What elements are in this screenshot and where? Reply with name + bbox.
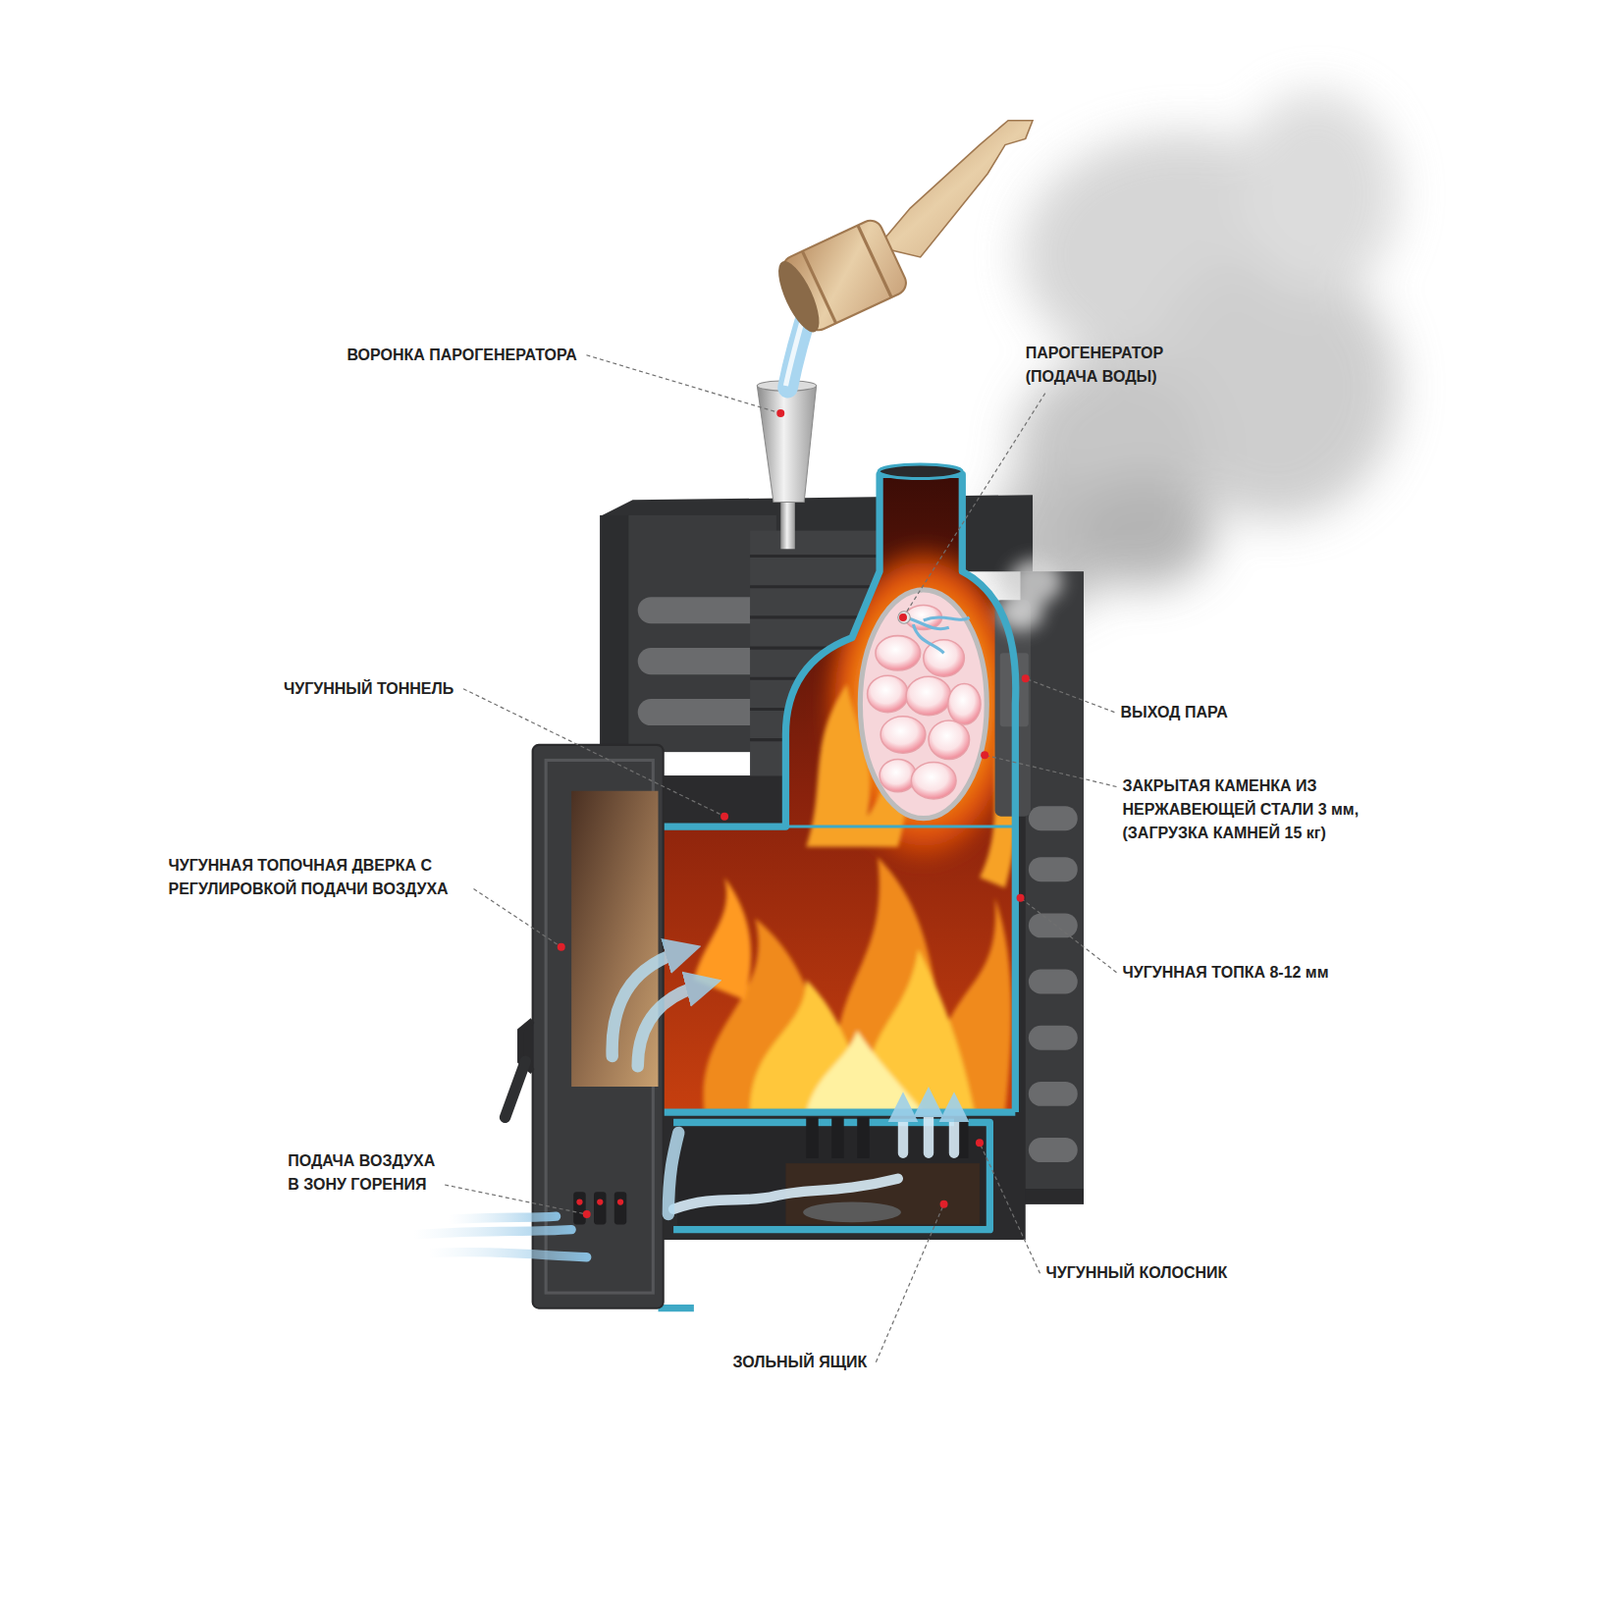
callout-label: ЧУГУННАЯ ТОПОЧНАЯ ДВЕРКА С РЕГУЛИРОВКОЙ … bbox=[168, 853, 469, 902]
leader-line bbox=[875, 1204, 944, 1363]
callout-label: ПАРОГЕНЕРАТОР (ПОДАЧА ВОДЫ) bbox=[1025, 341, 1168, 389]
leader-line bbox=[444, 1184, 587, 1215]
leader-line bbox=[463, 689, 725, 817]
callout-label: ЧУГУННЫЙ КОЛОСНИК bbox=[1046, 1261, 1231, 1285]
callout-label: ПОДАЧА ВОЗДУХА В ЗОНУ ГОРЕНИЯ bbox=[287, 1149, 439, 1197]
callout-label: ЗОЛЬНЫЙ ЯЩИК bbox=[732, 1350, 870, 1375]
callout-dot bbox=[940, 1200, 949, 1209]
callout-dot bbox=[1016, 894, 1025, 903]
leader-line bbox=[474, 889, 562, 948]
callout-dot bbox=[980, 750, 989, 759]
callout-label: ЗАКРЫТАЯ КАМЕНКА ИЗ НЕРЖАВЕЮЩЕЙ СТАЛИ 3 … bbox=[1121, 774, 1362, 846]
leader-line bbox=[1020, 898, 1118, 973]
callout-dot bbox=[975, 1138, 984, 1147]
leader-line bbox=[984, 754, 1117, 787]
leader-line bbox=[903, 393, 1046, 618]
callout-dot bbox=[1021, 674, 1030, 683]
leader-line bbox=[1025, 678, 1116, 712]
callout-dot bbox=[899, 613, 907, 622]
callout-dot bbox=[776, 409, 785, 418]
callout-dot bbox=[583, 1210, 591, 1219]
callout-label: ВЫХОД ПАРА bbox=[1120, 700, 1231, 725]
callout-label: ЧУГУННАЯ ТОПКА 8-12 мм bbox=[1121, 960, 1333, 985]
callout-label: ВОРОНКА ПАРОГЕНЕРАТОРА bbox=[346, 343, 581, 368]
leader-line bbox=[979, 1142, 1041, 1274]
callout-label: ЧУГУННЫЙ ТОННЕЛЬ bbox=[283, 677, 458, 701]
callout-dot bbox=[557, 943, 566, 952]
leader-line bbox=[586, 355, 781, 414]
callout-dot bbox=[720, 812, 729, 821]
